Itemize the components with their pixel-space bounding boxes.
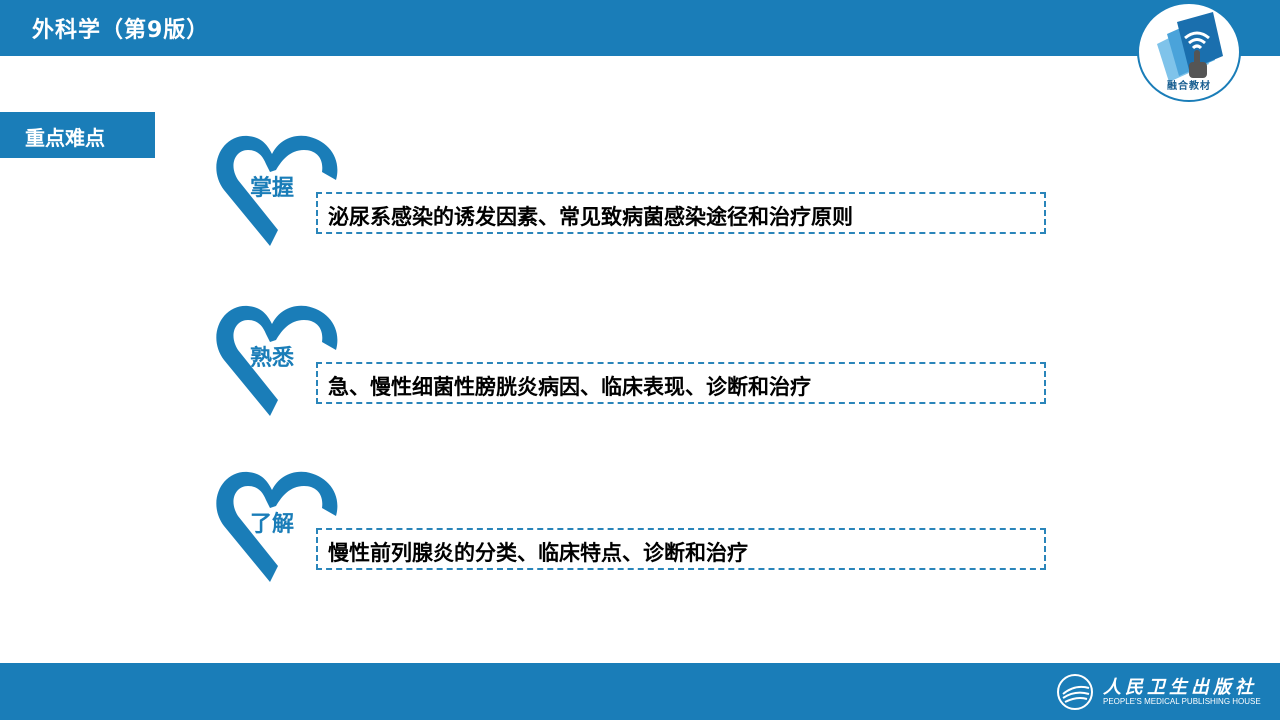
content-box: 急、慢性细菌性膀胱炎病因、临床表现、诊断和治疗 <box>316 362 1046 404</box>
content-box: 慢性前列腺炎的分类、临床特点、诊断和治疗 <box>316 528 1046 570</box>
key-point-item: 熟悉 急、慢性细菌性膀胱炎病因、临床表现、诊断和治疗 <box>210 298 1050 418</box>
touch-wifi-book-icon <box>1157 12 1223 82</box>
key-point-item: 掌握 泌尿系感染的诱发因素、常见致病菌感染途径和治疗原则 <box>210 128 1050 248</box>
content-box: 泌尿系感染的诱发因素、常见致病菌感染途径和治疗原则 <box>316 192 1046 234</box>
publisher-name-en: PEOPLE'S MEDICAL PUBLISHING HOUSE <box>1103 697 1261 706</box>
content-text: 急、慢性细菌性膀胱炎病因、临床表现、诊断和治疗 <box>328 375 811 399</box>
fusion-textbook-badge: 融合教材 <box>1137 2 1241 102</box>
key-point-item: 了解 慢性前列腺炎的分类、临床特点、诊断和治疗 <box>210 464 1050 584</box>
publisher-emblem-icon <box>1057 674 1093 710</box>
level-label: 掌握 <box>250 176 295 201</box>
book-title: 外科学（第9版） <box>32 18 210 43</box>
level-label: 熟悉 <box>250 346 295 371</box>
heart-icon <box>216 471 338 582</box>
content-text: 泌尿系感染的诱发因素、常见致病菌感染途径和治疗原则 <box>328 205 853 229</box>
badge-label: 融合教材 <box>1167 81 1211 92</box>
section-tag: 重点难点 <box>0 112 155 158</box>
heart-icon <box>216 305 338 416</box>
publisher-name-cn: 人民卫生出版社 <box>1103 677 1257 698</box>
header-bar: 外科学（第9版） <box>0 0 1280 56</box>
level-label: 了解 <box>250 512 295 537</box>
footer-bar: 人民卫生出版社 PEOPLE'S MEDICAL PUBLISHING HOUS… <box>0 663 1280 720</box>
section-label: 重点难点 <box>25 126 105 150</box>
publisher-logo: 人民卫生出版社 PEOPLE'S MEDICAL PUBLISHING HOUS… <box>1055 671 1270 713</box>
content-text: 慢性前列腺炎的分类、临床特点、诊断和治疗 <box>328 541 748 565</box>
heart-icon <box>216 135 338 246</box>
